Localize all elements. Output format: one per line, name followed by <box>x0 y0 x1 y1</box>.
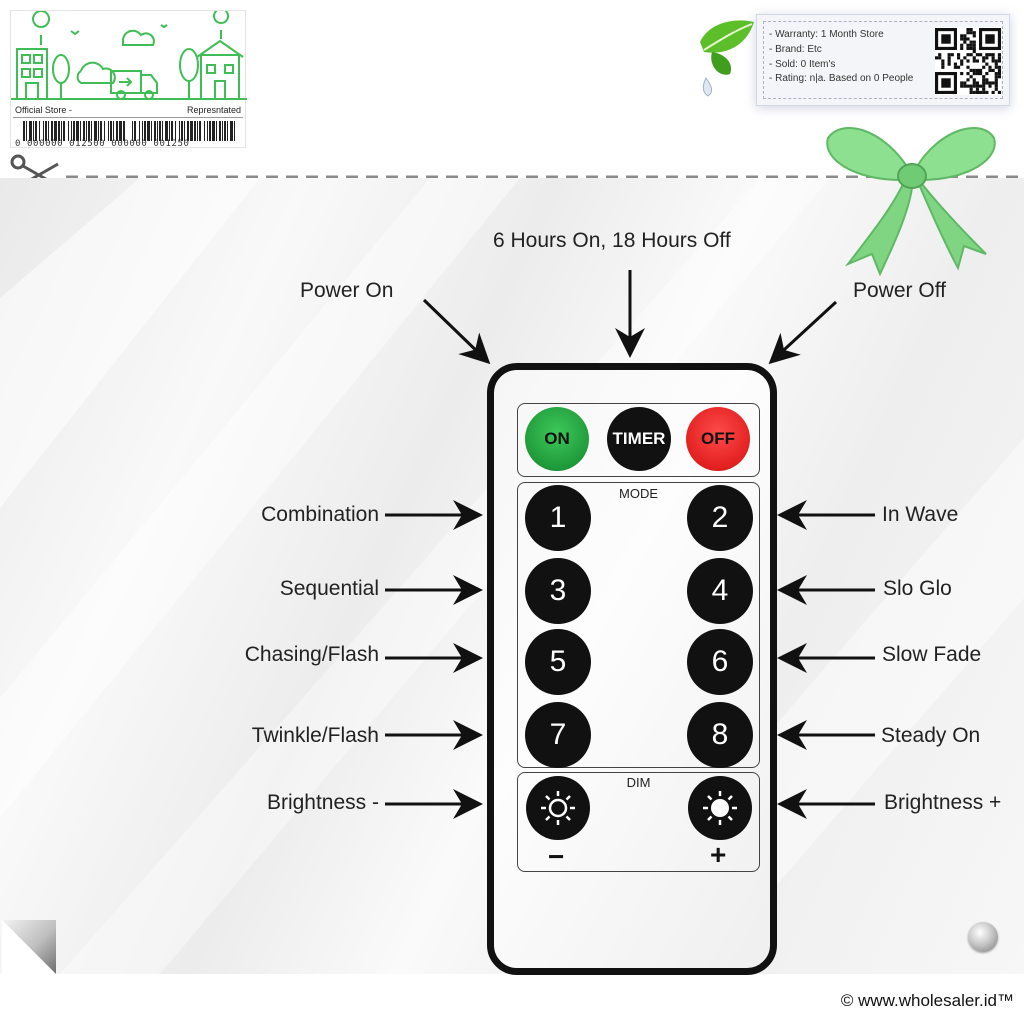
timer-button-label: TIMER <box>612 429 666 448</box>
mode-7-button[interactable]: 7 <box>525 702 591 768</box>
brightness-down-button[interactable] <box>526 776 590 840</box>
sold-line: - Sold: 0 Item's <box>769 58 836 70</box>
off-button[interactable]: OFF <box>686 407 750 471</box>
leaf-droplet-icon <box>700 20 754 97</box>
brightness-plus-caption: Brightness + <box>884 791 1002 814</box>
slo-glo-caption: Slo Glo <box>883 577 952 600</box>
mode-1-button[interactable]: 1 <box>525 485 591 551</box>
warranty-line: - Warranty: 1 Month Store <box>769 29 884 40</box>
power-on-caption: Power On <box>300 279 394 302</box>
green-bow-icon <box>826 127 996 276</box>
sun-filled-icon <box>703 791 737 825</box>
info-list: - Warranty: 1 Month Store - Brand: Etc -… <box>769 28 913 87</box>
combination-caption: Combination <box>261 503 379 526</box>
mode-3-button[interactable]: 3 <box>525 558 591 624</box>
barcode <box>23 121 235 141</box>
screw-icon <box>968 922 998 952</box>
official-store-caption: Official Store - <box>15 105 72 115</box>
sun-outline-icon <box>541 791 575 825</box>
badge-divider <box>13 117 243 118</box>
slow-fade-caption: Slow Fade <box>882 643 982 666</box>
mode-6-button[interactable]: 6 <box>687 629 753 695</box>
off-button-label: OFF <box>701 429 735 448</box>
qr-code <box>935 27 1001 95</box>
in-wave-caption: In Wave <box>882 503 959 526</box>
on-button[interactable]: ON <box>525 407 589 471</box>
power-button-group: ON TIMER OFF <box>517 403 760 477</box>
brightness-up-button[interactable] <box>688 776 752 840</box>
chasing-flash-caption: Chasing/Flash <box>244 643 379 666</box>
minus-sign: − <box>548 841 565 872</box>
mode-button-group: MODE 1 2 3 4 5 6 7 8 <box>517 482 760 768</box>
dim-button-group: DIM − + <box>517 772 760 872</box>
remote-control: ON TIMER OFF MODE 1 2 3 4 5 6 7 8 DIM <box>487 363 777 975</box>
mode-8-button[interactable]: 8 <box>687 702 753 768</box>
product-info-card: - Warranty: 1 Month Store - Brand: Etc -… <box>756 14 1010 106</box>
brightness-minus-caption: Brightness - <box>266 791 379 814</box>
mode-title: MODE <box>619 486 658 501</box>
power-off-caption: Power Off <box>853 279 946 302</box>
dim-title: DIM <box>626 775 651 790</box>
represented-caption: Represntated <box>186 105 241 115</box>
city-delivery-illustration <box>11 11 247 100</box>
plus-sign: + <box>710 839 727 870</box>
timer-caption: 6 Hours On, 18 Hours Off <box>493 229 731 252</box>
brand-line: - Brand: Etc <box>769 43 822 55</box>
mode-2-button[interactable]: 2 <box>687 485 753 551</box>
page-curl-icon <box>2 920 56 974</box>
timer-button[interactable]: TIMER <box>607 407 671 471</box>
copyright-text: © www.wholesaler.id™ <box>840 991 1014 1010</box>
rating-line: - Rating: n|a. Based on 0 People <box>769 73 914 85</box>
sequential-caption: Sequential <box>279 577 379 600</box>
steady-on-caption: Steady On <box>881 724 981 747</box>
on-button-label: ON <box>544 429 570 448</box>
twinkle-flash-caption: Twinkle/Flash <box>251 724 379 747</box>
barcode-number: 0 000000 012500 000000 001250 <box>15 139 190 149</box>
mode-5-button[interactable]: 5 <box>525 629 591 695</box>
mode-4-button[interactable]: 4 <box>687 558 753 624</box>
store-badge: Official Store - Represntated 0 000000 0… <box>10 10 247 149</box>
